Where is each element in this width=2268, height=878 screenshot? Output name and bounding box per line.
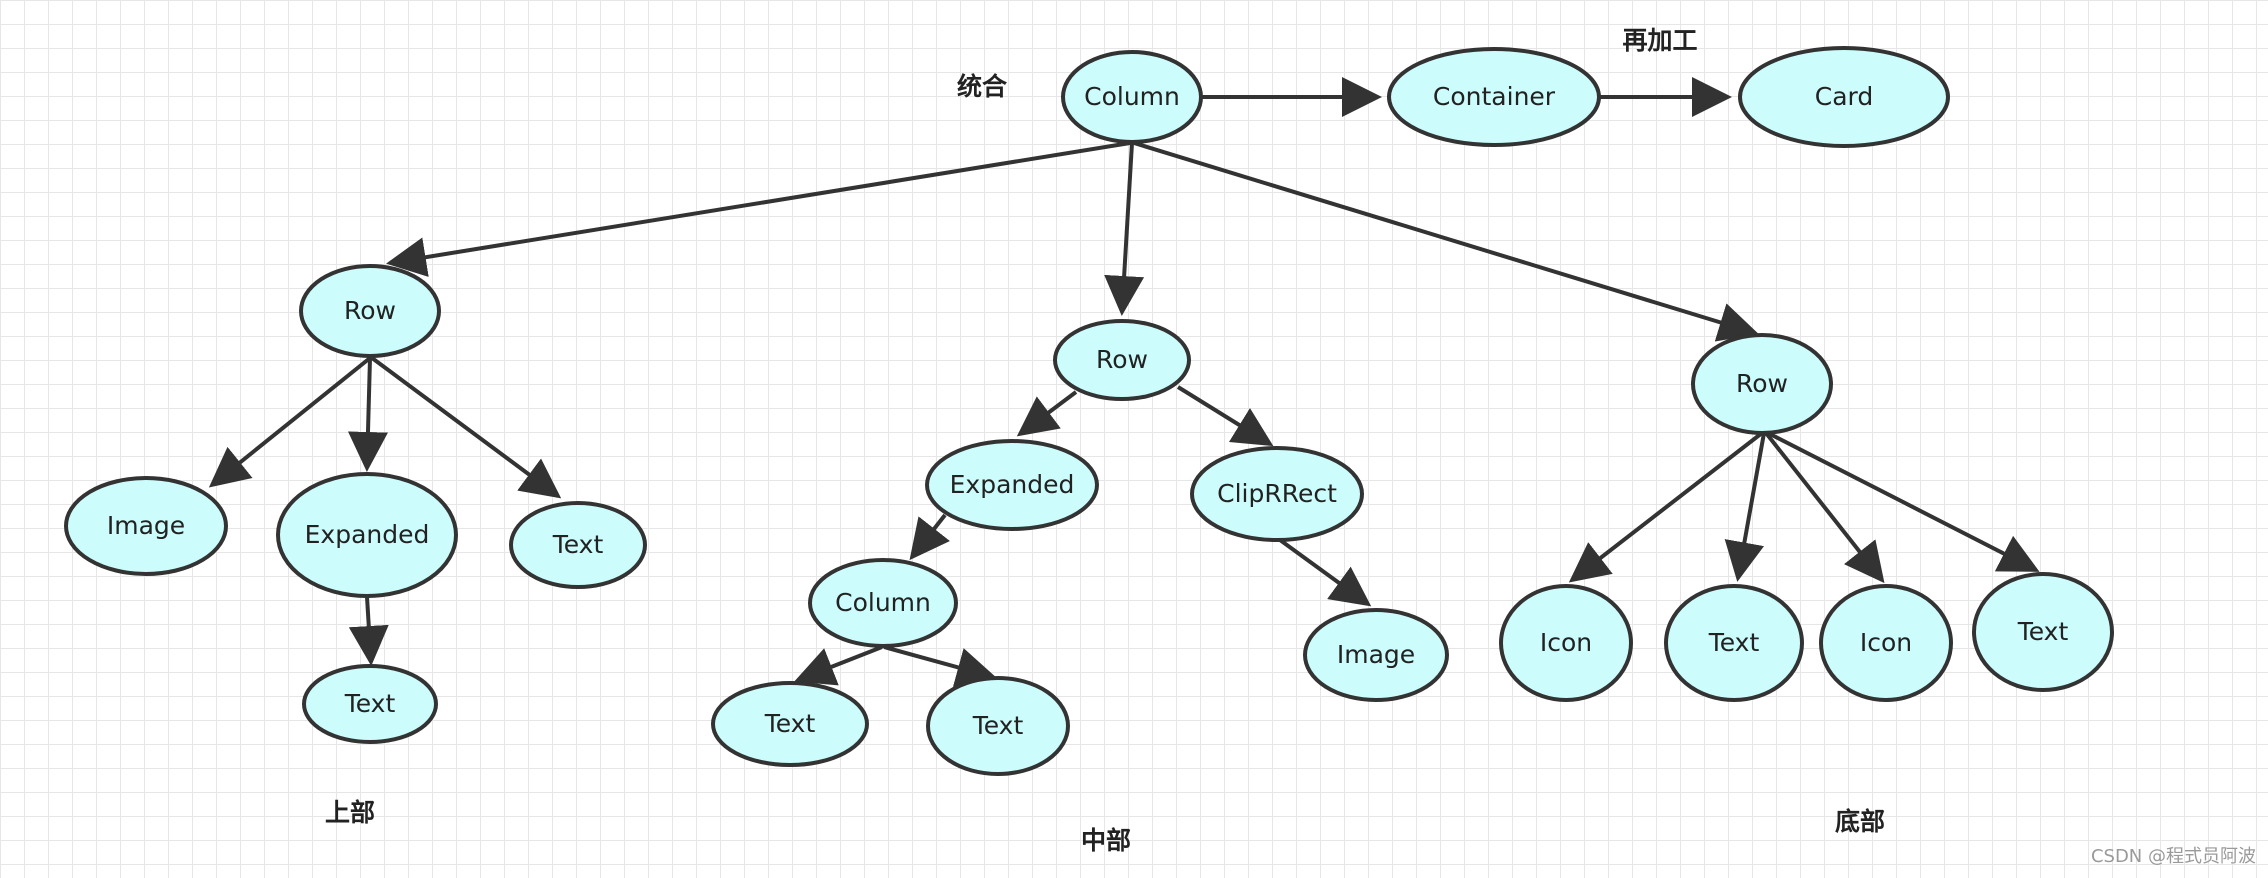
node-label: Image <box>107 511 185 540</box>
node-label: Image <box>1337 640 1415 669</box>
section-labels: 统合 再加工 上部 中部 底部 <box>325 26 1885 855</box>
node-cliprrect-middle: ClipRRect <box>1190 446 1364 542</box>
node-label: Expanded <box>950 470 1075 499</box>
node-text-top-under-expanded: Text <box>302 664 438 744</box>
node-label: Text <box>2017 617 2069 646</box>
edge-row-bottom-icon-2 <box>1764 431 1885 584</box>
label-middle: 中部 <box>1081 826 1131 855</box>
edge-expanded-top-text <box>348 596 389 666</box>
edge-column-row-bottom <box>1133 141 1759 342</box>
edge-column-row-middle <box>1104 142 1145 316</box>
node-label: Expanded <box>305 520 430 549</box>
node-label: Text <box>344 689 396 718</box>
label-combine: 统合 <box>957 72 1008 101</box>
node-label: Text <box>972 711 1024 740</box>
edge-row-bottom-text-2 <box>1767 431 2040 572</box>
node-label: Icon <box>1860 628 1912 657</box>
node-container: Container <box>1387 47 1601 147</box>
edge-column-row-top <box>386 141 1131 277</box>
node-label: Container <box>1433 82 1556 111</box>
node-label: Column <box>835 588 931 617</box>
node-row-middle: Row <box>1053 319 1191 401</box>
node-label: Card <box>1815 82 1873 111</box>
node-label: Row <box>1736 369 1788 398</box>
label-top: 上部 <box>325 798 375 827</box>
edge-cliprrect-image <box>1278 538 1372 607</box>
edge-row-middle-cliprrect <box>1176 385 1274 447</box>
label-bottom: 底部 <box>1835 807 1885 836</box>
nodes: Column Container Card Row Image Expanded… <box>64 46 2114 776</box>
node-text-middle-1: Text <box>711 681 869 767</box>
node-expanded-middle: Expanded <box>925 439 1099 531</box>
node-label: Row <box>344 296 396 325</box>
edge-row-top-image <box>208 356 372 488</box>
node-column-root: Column <box>1061 50 1203 144</box>
node-label: Icon <box>1540 628 1592 657</box>
node-image-middle: Image <box>1303 608 1449 702</box>
edge-row-top-text <box>370 356 562 499</box>
node-text-bottom-2: Text <box>1972 572 2114 692</box>
node-label: Text <box>1708 628 1760 657</box>
edge-row-bottom-text-1 <box>1724 432 1766 582</box>
node-image-top: Image <box>64 476 228 576</box>
node-text-top-right: Text <box>509 501 647 589</box>
node-icon-bottom-2: Icon <box>1819 584 1953 702</box>
edge-column-middle-text-2 <box>883 645 997 687</box>
node-column-middle: Column <box>808 558 958 648</box>
node-text-bottom-1: Text <box>1664 584 1804 702</box>
edge-column-middle-text-1 <box>794 645 883 686</box>
edge-row-bottom-icon-1 <box>1568 431 1764 583</box>
node-label: Column <box>1084 82 1180 111</box>
edges <box>208 77 2040 687</box>
node-label: Text <box>552 530 604 559</box>
label-reprocess: 再加工 <box>1622 26 1697 55</box>
node-label: Text <box>764 709 816 738</box>
watermark: CSDN @程式员阿波 <box>2090 846 2256 867</box>
node-label: Row <box>1096 345 1148 374</box>
node-row-bottom: Row <box>1691 333 1833 435</box>
node-card: Card <box>1738 46 1950 148</box>
node-icon-bottom-1: Icon <box>1499 584 1633 702</box>
edge-row-top-expanded <box>347 357 388 472</box>
node-label: ClipRRect <box>1217 479 1337 508</box>
edge-row-middle-expanded <box>1016 390 1078 437</box>
node-row-top: Row <box>299 264 441 358</box>
node-expanded-top: Expanded <box>276 472 458 598</box>
edge-expanded-middle-column <box>909 513 950 561</box>
node-text-middle-2: Text <box>926 676 1070 776</box>
